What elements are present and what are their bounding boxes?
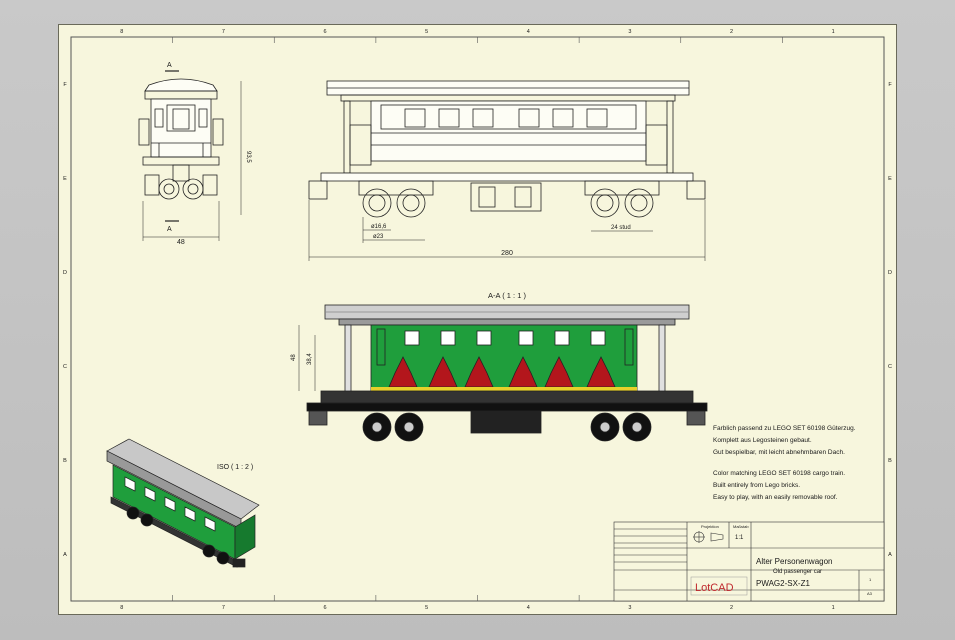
logo-box bbox=[690, 576, 748, 596]
cut-marker-bottom: A bbox=[167, 226, 172, 233]
dim-wheel-large: ø23 bbox=[373, 234, 384, 240]
zone-row-D-left: D bbox=[63, 270, 67, 276]
projection-label: Projektion bbox=[701, 524, 719, 529]
zone-column-6-bottom: 6 bbox=[324, 605, 327, 611]
zone-column-4-bottom: 4 bbox=[527, 605, 530, 611]
zone-row-F-right: F bbox=[888, 82, 892, 88]
zone-column-8-bottom: 8 bbox=[120, 605, 123, 611]
sheet-number: 1 bbox=[869, 577, 872, 582]
dim-bogie-spacing: 24 stud bbox=[611, 225, 631, 231]
note-de-2: Komplett aus Legosteinen gebaut. bbox=[713, 437, 812, 444]
zone-column-1-bottom: 1 bbox=[832, 605, 835, 611]
dim-section-height: 48 bbox=[291, 354, 297, 361]
zone-row-A-right: A bbox=[888, 552, 892, 558]
scale-value: 1:1 bbox=[735, 535, 744, 541]
zone-column-3-top: 3 bbox=[628, 29, 631, 35]
zone-column-5-top: 5 bbox=[425, 29, 428, 35]
zone-column-7-bottom: 7 bbox=[222, 605, 225, 611]
cut-marker-top: A bbox=[167, 62, 172, 69]
zone-row-B-left: B bbox=[63, 458, 67, 464]
dim-overall-length: 280 bbox=[501, 250, 513, 257]
section-label: A-A ( 1 : 1 ) bbox=[488, 291, 526, 300]
zone-column-5-bottom: 5 bbox=[425, 605, 428, 611]
dim-wheel-small: ø16,6 bbox=[371, 224, 387, 230]
zone-column-8-top: 8 bbox=[120, 29, 123, 35]
iso-label: ISO ( 1 : 2 ) bbox=[217, 464, 253, 471]
scale-label: Maßstab bbox=[733, 524, 749, 529]
end-view bbox=[138, 70, 242, 241]
lotcad-logo: LotCAD bbox=[695, 582, 734, 594]
zone-column-1-top: 1 bbox=[832, 29, 835, 35]
zone-row-E-left: E bbox=[63, 176, 67, 182]
dim-section-inner: 38,4 bbox=[307, 353, 313, 365]
zone-column-3-bottom: 3 bbox=[628, 605, 631, 611]
title-block bbox=[613, 521, 885, 602]
note-en-3: Easy to play, with an easily removable r… bbox=[713, 494, 838, 501]
dim-end-height: 93,5 bbox=[245, 151, 251, 163]
zone-row-F-left: F bbox=[63, 82, 67, 88]
zone-row-C-left: C bbox=[63, 364, 67, 370]
side-view bbox=[308, 80, 706, 261]
zone-row-D-right: D bbox=[888, 270, 892, 276]
note-de-1: Farblich passend zu LEGO SET 60198 Güter… bbox=[713, 425, 856, 432]
note-en-2: Built entirely from Lego bricks. bbox=[713, 482, 800, 489]
zone-column-4-top: 4 bbox=[527, 29, 530, 35]
iso-view bbox=[106, 438, 260, 568]
sheet-format: A3 bbox=[867, 591, 873, 596]
zone-row-A-left: A bbox=[63, 552, 67, 558]
zone-row-C-right: C bbox=[888, 364, 892, 370]
note-de-3: Gut bespielbar, mit leicht abnehmbaren D… bbox=[713, 449, 845, 456]
notes: Farblich passend zu LEGO SET 60198 Güter… bbox=[713, 425, 856, 501]
zone-column-2-top: 2 bbox=[730, 29, 733, 35]
note-en-1: Color matching LEGO SET 60198 cargo trai… bbox=[713, 470, 845, 477]
title-en: Old passenger car bbox=[773, 569, 822, 575]
zone-column-6-top: 6 bbox=[324, 29, 327, 35]
zone-row-B-right: B bbox=[888, 458, 892, 464]
zone-column-7-top: 7 bbox=[222, 29, 225, 35]
section-view bbox=[298, 304, 708, 442]
zone-row-E-right: E bbox=[888, 176, 892, 182]
drawing-number: PWAG2-SX-Z1 bbox=[756, 579, 810, 588]
dim-end-width: 48 bbox=[177, 239, 185, 246]
zone-column-2-bottom: 2 bbox=[730, 605, 733, 611]
title-de: Alter Personenwagon bbox=[756, 557, 833, 566]
